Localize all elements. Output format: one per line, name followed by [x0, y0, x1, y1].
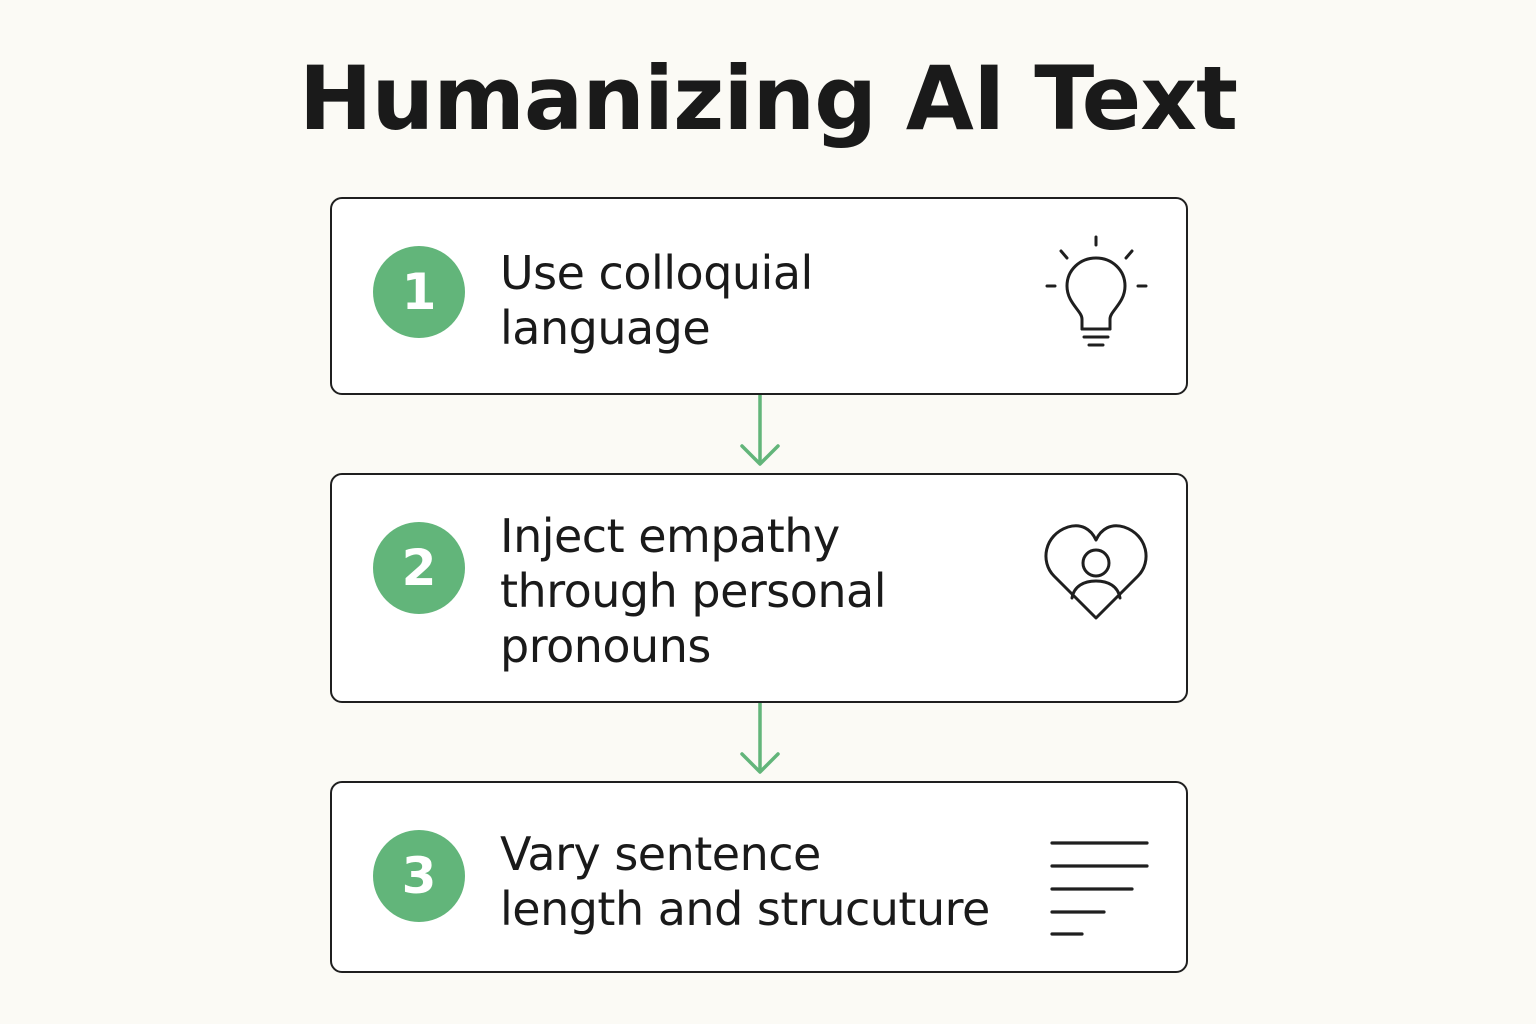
- arrow-down-icon: [740, 703, 780, 774]
- step-number-badge: 1: [373, 246, 465, 338]
- step-number-badge: 3: [373, 830, 465, 922]
- arrow-down-icon: [740, 395, 780, 466]
- step-text-line: through personal: [500, 564, 887, 618]
- step-text-line: Vary sentence: [500, 827, 821, 881]
- step-text: Inject empathy through personal pronouns: [500, 509, 1020, 674]
- step-text-line: length and strucuture: [500, 882, 990, 936]
- step-text: Vary sentence length and strucuture: [500, 827, 1020, 937]
- heart-person-icon: [1044, 524, 1148, 620]
- step-card-2: 2 Inject empathy through personal pronou…: [330, 473, 1188, 703]
- step-text-line: Inject empathy: [500, 509, 840, 563]
- step-card-3: 3 Vary sentence length and strucuture: [330, 781, 1188, 973]
- lightbulb-icon: [1045, 235, 1148, 347]
- step-text-line: language: [500, 301, 711, 355]
- step-card-1: 1 Use colloquial language: [330, 197, 1188, 395]
- step-text: Use colloquial language: [500, 246, 1020, 356]
- step-text-line: pronouns: [500, 619, 711, 673]
- text-lines-icon: [1050, 841, 1149, 936]
- step-text-line: Use colloquial: [500, 246, 813, 300]
- step-number-badge: 2: [373, 522, 465, 614]
- page-title: Humanizing AI Text: [298, 47, 1238, 150]
